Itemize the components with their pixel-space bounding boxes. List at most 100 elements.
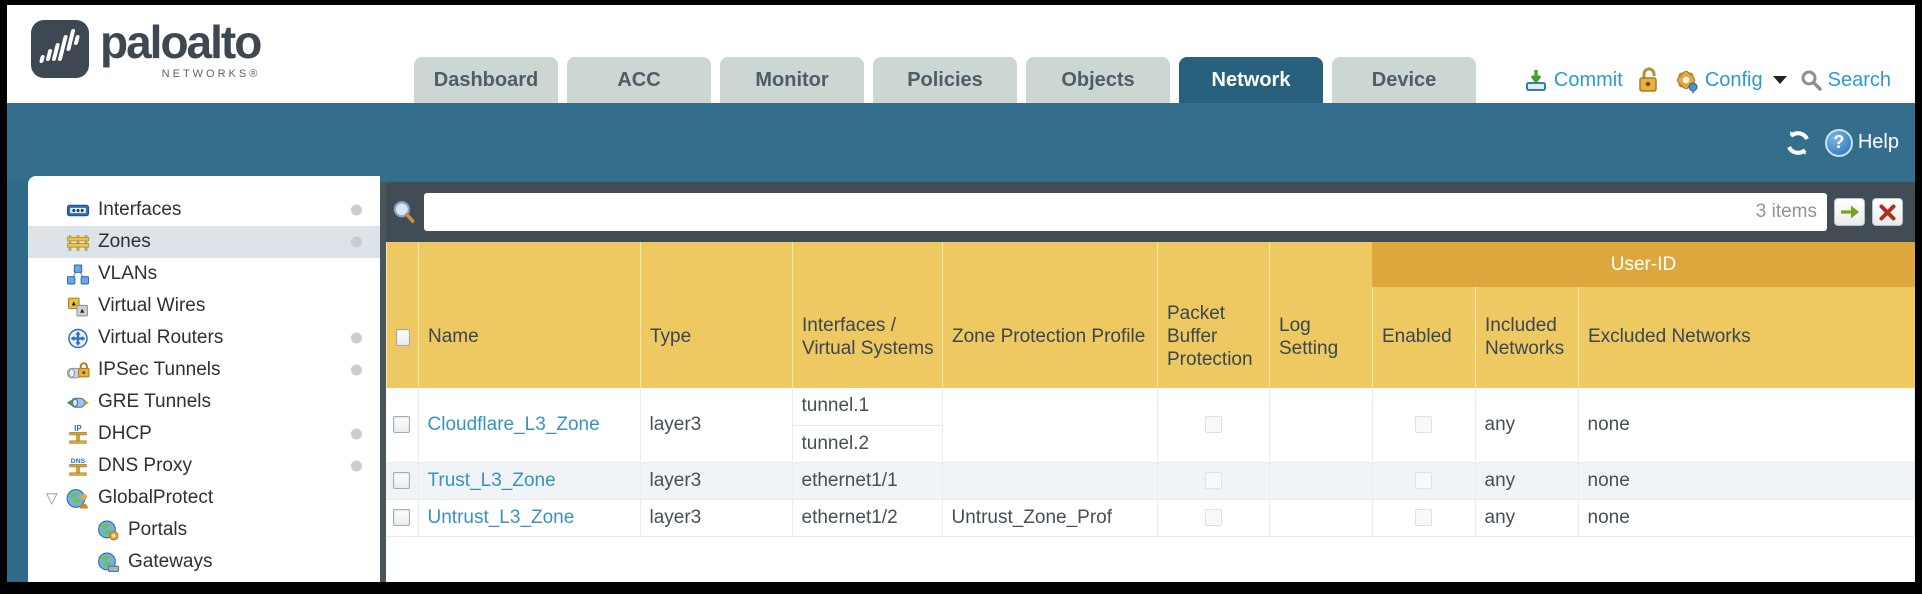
- commit-icon: [1525, 70, 1546, 91]
- column-header-zone-protection-profile[interactable]: Zone Protection Profile: [942, 242, 1157, 388]
- tab-monitor[interactable]: Monitor: [720, 57, 864, 103]
- main-nav-tabs: Dashboard ACC Monitor Policies Objects N…: [414, 57, 1476, 103]
- table-row: Cloudflare_L3_Zone layer3 tunnel.1 any n…: [386, 388, 1915, 463]
- user-id-enabled-checkbox[interactable]: [1415, 508, 1432, 526]
- svg-text:IP: IP: [74, 424, 81, 433]
- filter-input[interactable]: [434, 200, 1756, 224]
- top-header: paloalto NETWORKS® Dashboard ACC Monitor…: [7, 5, 1915, 103]
- select-all-checkbox[interactable]: [396, 329, 410, 346]
- column-header-packet-buffer-protection[interactable]: Packet Buffer Protection: [1157, 242, 1269, 388]
- sidebar-resize-divider[interactable]: [380, 182, 386, 582]
- sidebar-item-portals[interactable]: Portals: [28, 514, 380, 546]
- row-checkbox[interactable]: [393, 471, 411, 489]
- column-header-included-networks[interactable]: Included Networks: [1475, 242, 1578, 388]
- filter-search-icon[interactable]: [391, 199, 417, 225]
- config-icon: [1676, 70, 1698, 93]
- status-dot: [351, 428, 362, 440]
- included-networks-cell: any: [1475, 462, 1579, 500]
- commit-button[interactable]: Commit: [1524, 68, 1623, 92]
- sidebar-item-vlans[interactable]: VLANs: [28, 258, 380, 290]
- sidebar-item-virtual-routers[interactable]: Virtual Routers: [28, 322, 380, 354]
- user-id-enabled-checkbox[interactable]: [1415, 416, 1432, 434]
- user-id-group-header: User-ID: [1372, 242, 1915, 287]
- header-actions: Commit Config: [1524, 57, 1891, 103]
- user-id-enabled-cell: [1372, 462, 1476, 500]
- column-header-enabled[interactable]: Enabled: [1372, 242, 1475, 388]
- select-all-header-cell: [386, 242, 418, 388]
- status-dot: [351, 332, 362, 344]
- expand-triangle-icon[interactable]: ▽: [46, 490, 58, 507]
- sidebar-item-virtual-wires[interactable]: Virtual Wires: [28, 290, 380, 322]
- status-dot: [351, 204, 362, 216]
- column-header-interfaces[interactable]: Interfaces / Virtual Systems: [792, 242, 942, 388]
- packet-buffer-checkbox[interactable]: [1204, 471, 1222, 489]
- config-label: Config: [1704, 68, 1763, 91]
- config-menu-button[interactable]: Config: [1673, 67, 1787, 93]
- packet-buffer-checkbox[interactable]: [1204, 416, 1222, 434]
- search-label: Search: [1827, 68, 1891, 91]
- column-header-excluded-networks[interactable]: Excluded Networks: [1578, 242, 1915, 388]
- apply-filter-button[interactable]: [1834, 198, 1865, 226]
- packet-buffer-protection-cell: [1157, 462, 1270, 500]
- sidebar-item-zones[interactable]: Zones: [28, 226, 380, 258]
- zone-protection-profile-cell: Untrust_Zone_Prof: [942, 499, 1158, 537]
- zone-type-cell: layer3: [640, 462, 793, 500]
- portals-icon: [98, 520, 119, 540]
- row-checkbox[interactable]: [393, 508, 411, 526]
- user-id-enabled-checkbox[interactable]: [1415, 471, 1432, 489]
- zone-name-cell: Trust_L3_Zone: [418, 462, 641, 500]
- tab-device[interactable]: Device: [1332, 57, 1476, 103]
- vlans-icon: [66, 264, 90, 284]
- sidebar-item-ipsec-tunnels[interactable]: IPSec Tunnels: [28, 354, 380, 386]
- row-select-cell: [386, 462, 419, 500]
- row-select-cell: [386, 499, 419, 537]
- interface-cell: tunnel.2: [792, 425, 943, 463]
- interface-cell: tunnel.1: [792, 388, 943, 426]
- left-accent-strip: [7, 182, 28, 582]
- app-window: paloalto NETWORKS® Dashboard ACC Monitor…: [7, 5, 1915, 582]
- global-search-button[interactable]: Search: [1800, 69, 1891, 92]
- sidebar-item-label: Interfaces: [98, 199, 182, 220]
- zone-name-cell: Cloudflare_L3_Zone: [418, 388, 641, 463]
- zone-name-link[interactable]: Cloudflare_L3_Zone: [427, 413, 600, 435]
- filter-toolbar: 3 items: [386, 182, 1915, 242]
- sidebar-item-globalprotect[interactable]: ▽ GlobalProtect: [28, 482, 380, 514]
- zone-name-link[interactable]: Untrust_L3_Zone: [427, 506, 575, 528]
- tab-acc[interactable]: ACC: [567, 57, 711, 103]
- log-setting-cell: [1269, 388, 1373, 463]
- sidebar-item-label: Virtual Routers: [98, 327, 224, 348]
- packet-buffer-checkbox[interactable]: [1204, 508, 1222, 526]
- excluded-networks-cell: none: [1578, 462, 1915, 500]
- table-row: Trust_L3_Zone layer3 ethernet1/1 any non…: [386, 462, 1915, 500]
- tab-network[interactable]: Network: [1179, 57, 1323, 103]
- tab-dashboard[interactable]: Dashboard: [414, 57, 558, 103]
- tab-objects[interactable]: Objects: [1026, 57, 1170, 103]
- sidebar-item-dns-proxy[interactable]: DNS DNS Proxy: [28, 450, 380, 482]
- sidebar-item-interfaces[interactable]: Interfaces: [28, 194, 380, 226]
- refresh-icon[interactable]: [1783, 129, 1813, 157]
- sidebar-item-dhcp[interactable]: IP DHCP: [28, 418, 380, 450]
- green-arrow-icon: [1840, 205, 1859, 219]
- zone-name-link[interactable]: Trust_L3_Zone: [427, 469, 556, 491]
- sidebar-item-label: DNS Proxy: [98, 455, 192, 476]
- help-icon: ?: [1824, 128, 1853, 157]
- clear-filter-button[interactable]: [1872, 198, 1903, 226]
- sidebar-item-gre-tunnels[interactable]: GRE Tunnels: [28, 386, 380, 418]
- user-id-enabled-cell: [1372, 499, 1476, 537]
- column-header-name[interactable]: Name: [418, 242, 640, 388]
- tab-policies[interactable]: Policies: [873, 57, 1017, 103]
- interfaces-icon: [66, 204, 90, 216]
- row-checkbox[interactable]: [393, 416, 411, 434]
- sidebar-item-gateways[interactable]: Gateways: [28, 546, 380, 578]
- column-header-type[interactable]: Type: [640, 242, 792, 388]
- included-networks-cell: any: [1475, 388, 1579, 463]
- packet-buffer-protection-cell: [1157, 499, 1270, 537]
- sidebar-item-label: GRE Tunnels: [98, 391, 211, 412]
- column-header-log-setting[interactable]: Log Setting: [1269, 242, 1372, 388]
- table-subrow: tunnel.2: [386, 425, 1915, 463]
- help-button[interactable]: ? Help: [1824, 128, 1899, 157]
- zones-table-header: User-ID Name Type Interfaces / Virtual S…: [386, 242, 1915, 388]
- red-x-icon: [1879, 204, 1896, 220]
- lock-icon[interactable]: [1636, 67, 1660, 93]
- interface-cell: ethernet1/1: [792, 462, 943, 500]
